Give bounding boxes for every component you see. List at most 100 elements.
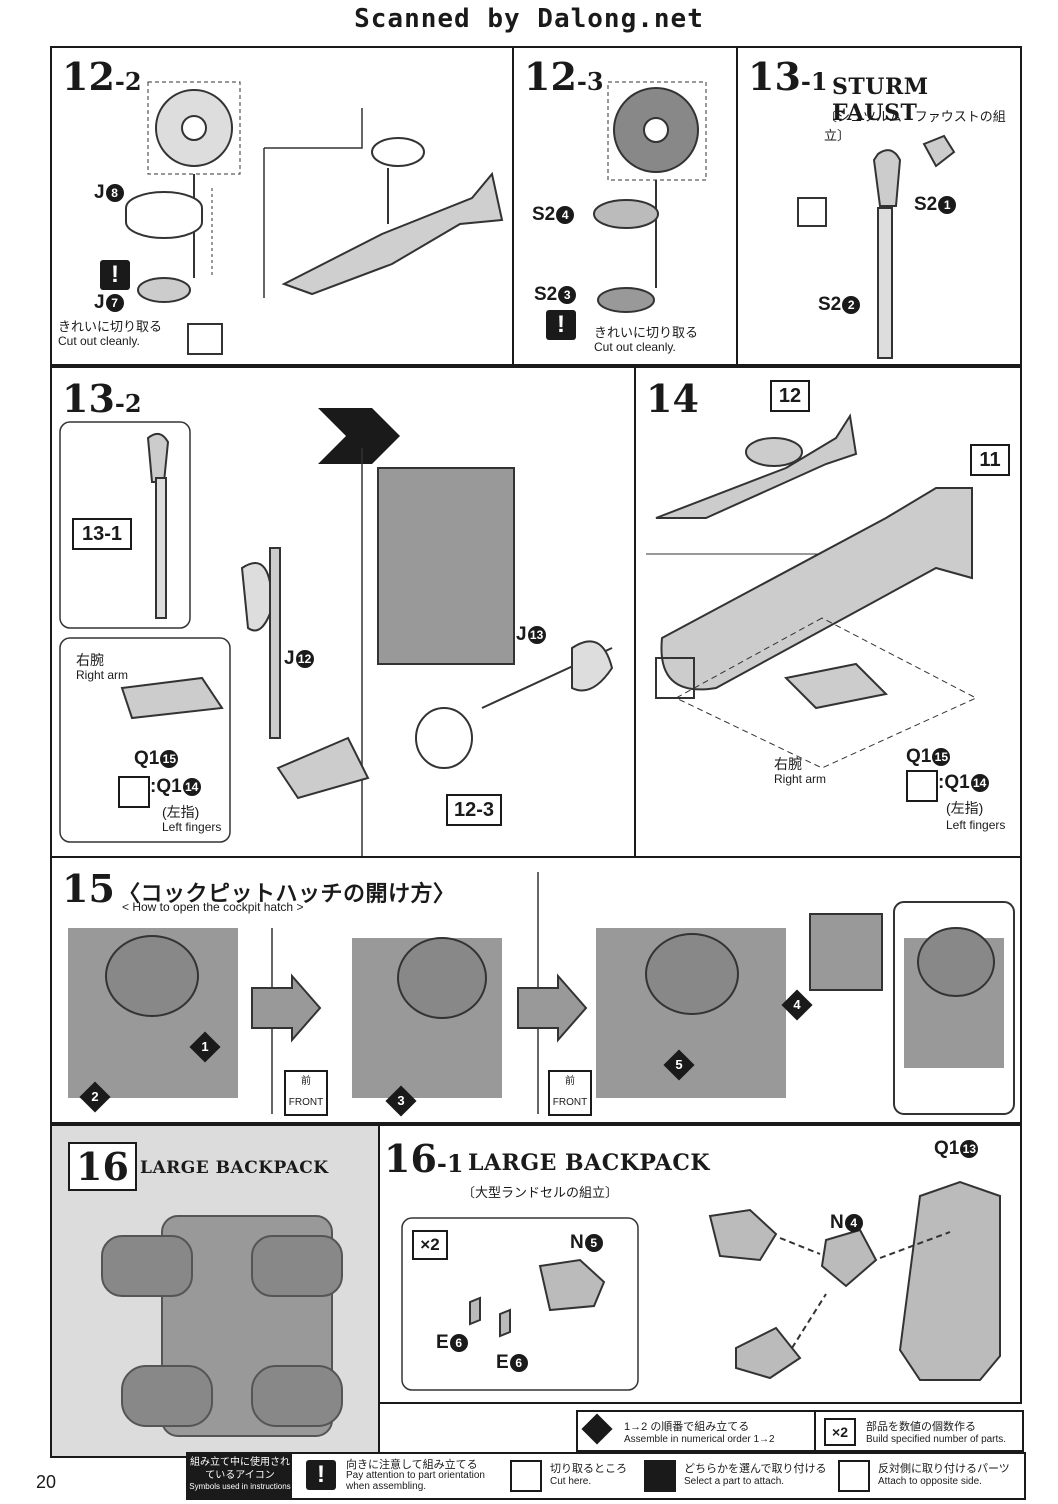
cockpit-hatch-diagram xyxy=(68,872,1015,1115)
opposite-text-jp: 反対側に取り付けるパーツ xyxy=(878,1463,1010,1475)
wheel-detail-diagram xyxy=(593,81,707,313)
order-text-en: Assemble in numerical order 1→2 xyxy=(624,1434,775,1445)
ref-box-12: 12 xyxy=(770,380,810,412)
step-number: 12-3 xyxy=(524,54,604,99)
step-title: 〈コックピットハッチの開け方〉 xyxy=(118,882,456,907)
right-arm-jp: 右腕 xyxy=(76,652,104,668)
step-title: LARGE BACKPACK xyxy=(140,1158,329,1178)
select-text-en: Select a part to attach. xyxy=(684,1476,785,1487)
large-backpack-image xyxy=(101,1215,343,1437)
ref-box-12-3: 12-3 xyxy=(446,794,502,826)
legend-multiplier: ×2 部品を数値の個数作る Build specified number of … xyxy=(814,1410,1024,1452)
attention-text-jp: 向きに注意して組み立てる xyxy=(346,1459,478,1471)
axe-assembly-diagram xyxy=(59,408,614,858)
order-text-jp: 1→2 の順番で組み立てる xyxy=(624,1421,750,1433)
opposite-side-icon xyxy=(838,1460,870,1492)
multiplier-text-en: Build specified number of parts. xyxy=(866,1434,1007,1445)
wheel-detail-diagram xyxy=(125,81,504,355)
step-number: 15 xyxy=(62,866,115,911)
step-number: 13-2 xyxy=(62,376,142,421)
right-arm-jp: 右腕 xyxy=(774,756,802,772)
cut-text-jp: 切り取るところ xyxy=(550,1463,627,1475)
scan-header: Scanned by Dalong.net xyxy=(354,4,704,34)
ref-box-13-1: 13-1 xyxy=(72,518,132,550)
left-fingers-jp: (左指) xyxy=(946,800,984,816)
rifle-assembly-diagram xyxy=(646,413,978,769)
sturm-faust-diagram xyxy=(797,134,956,359)
cut-instruction-en: Cut out cleanly. xyxy=(594,340,676,354)
step-subtitle: < How to open the cockpit hatch > xyxy=(122,900,304,914)
step-number-badge-3: 3 xyxy=(385,1085,417,1117)
multiplier-text-jp: 部品を数値の個数作る xyxy=(866,1421,976,1433)
attention-icon: ! xyxy=(100,260,130,290)
legend-icons: 組み立て中に使用されているアイコン Symbols used in instru… xyxy=(186,1452,1026,1500)
step-subtitle: 〔シュツルム・ファウストの組立〕 xyxy=(824,109,1006,143)
step-number: 16 xyxy=(68,1142,137,1191)
order-icon xyxy=(581,1413,613,1445)
backpack-assembly-diagram xyxy=(401,1180,1001,1391)
cut-instruction-jp: きれいに切り取る xyxy=(594,325,699,340)
left-fingers-jp: (左指) xyxy=(162,804,200,820)
step-number-badge-5: 5 xyxy=(663,1049,695,1081)
select-text-jp: どちらかを選んで取り付ける xyxy=(684,1463,827,1475)
ref-box-11: 11 xyxy=(970,444,1010,476)
right-arm-en: Right arm xyxy=(76,668,129,682)
legend-numerical-order: 1→2 の順番で組み立てる Assemble in numerical orde… xyxy=(576,1410,818,1452)
opposite-text-en: Attach to opposite side. xyxy=(878,1476,982,1487)
step-number-badge-4: 4 xyxy=(781,989,813,1021)
attention-icon: ! xyxy=(546,310,576,340)
attention-icon: ! xyxy=(306,1460,336,1490)
right-arm-en: Right arm xyxy=(774,772,827,786)
step-number: 13-1 xyxy=(748,54,828,99)
select-part-icon xyxy=(644,1460,676,1492)
cut-instruction-en: Cut out cleanly. xyxy=(58,334,140,348)
multiplier-badge: ×2 xyxy=(412,1230,448,1260)
opposite-side-icon xyxy=(118,776,150,808)
multiplier-icon: ×2 xyxy=(824,1418,856,1446)
attention-text-en: Pay attention to part orientation when a… xyxy=(346,1470,485,1492)
step-number: 16-1 xyxy=(384,1136,464,1181)
panel-step-16: 16 LARGE BACKPACK xyxy=(50,1124,380,1458)
left-fingers-en: Left fingers xyxy=(162,820,222,834)
cut-here-icon xyxy=(510,1460,542,1492)
step-number-badge-2: 2 xyxy=(79,1081,111,1113)
panel-step-15: 15 〈コックピットハッチの開け方〉 < How to open the coc… xyxy=(50,856,1022,1124)
cut-instruction-jp: きれいに切り取る xyxy=(58,319,163,334)
opposite-side-icon xyxy=(906,770,938,802)
step-number: 14 xyxy=(646,376,699,421)
step-number: 12-2 xyxy=(62,54,142,99)
step-number-badge-1: 1 xyxy=(189,1031,221,1063)
cut-text-en: Cut here. xyxy=(550,1476,592,1487)
page-number: 20 xyxy=(36,1472,57,1492)
icons-title: 組み立て中に使用されているアイコン Symbols used in instru… xyxy=(188,1454,292,1498)
step-subtitle: 〔大型ランドセルの組立〕 xyxy=(462,1185,619,1200)
step-title: STURM FAUST xyxy=(832,74,929,126)
left-fingers-en: Left fingers xyxy=(946,818,1006,832)
step-title: LARGE BACKPACK xyxy=(468,1150,710,1176)
